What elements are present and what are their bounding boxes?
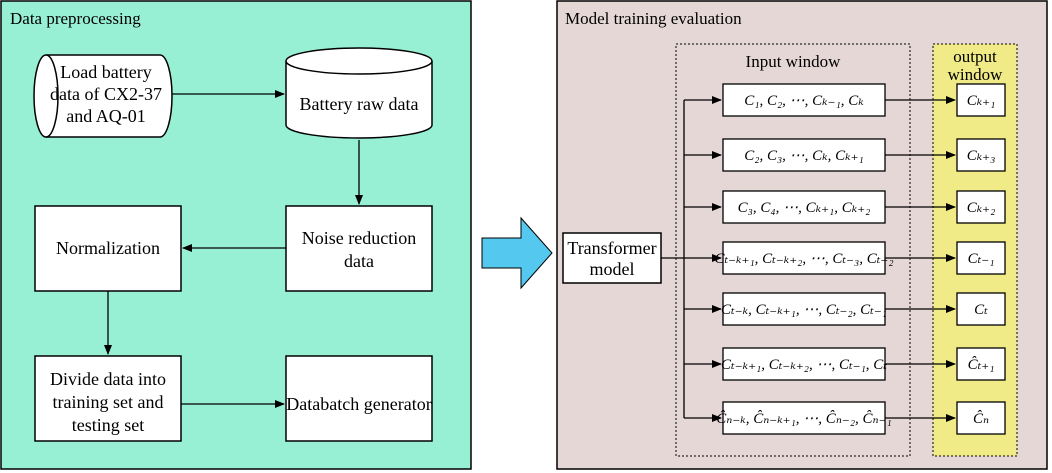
output-value-text: Ĉₙ <box>973 410 989 427</box>
input-sequence-box <box>722 138 886 172</box>
output-value-text: Cₜ <box>974 302 988 318</box>
input-sequence-box <box>722 347 886 381</box>
divide-data-line-3: testing set <box>72 415 145 435</box>
input-sequence-text: Cₜ₋ₖ₊₁, Cₜ₋ₖ₊₂, ⋯, Cₜ₋₁, Cₜ <box>721 357 887 373</box>
input-output-rows: C₁, C₂, ⋯, Cₖ₋₁, Cₖ Cₖ₊₁ C₂, C₃, ⋯, Cₖ, Cₖ… <box>684 83 1006 435</box>
input-window-label: Input window <box>746 52 842 71</box>
output-value-box <box>956 190 1006 224</box>
output-value-box <box>956 292 1006 326</box>
divide-data-line-2: training set and <box>53 392 164 412</box>
output-window-label-line-1: output <box>953 47 997 66</box>
output-value-text: Cₖ₊₁ <box>967 93 996 109</box>
input-sequence-text: Ĉₙ₋ₖ, Ĉₙ₋ₖ₊₁, ⋯, Ĉₙ₋₂, Ĉₙ₋₁ <box>716 410 892 427</box>
transformer-model-node: Transformer model <box>562 232 662 284</box>
sequence-row-5: Cₜ₋ₖ, Cₜ₋ₖ₊₁, ⋯, Cₜ₋₂, Cₜ₋₁ Cₜ <box>684 292 1006 326</box>
load-battery-line-1: Load battery <box>60 62 151 82</box>
output-value-box <box>956 347 1006 381</box>
output-value-box <box>956 138 1006 172</box>
input-sequence-text: C₃, C₄, ⋯, Cₖ₊₁, Cₖ₊₂ <box>738 200 871 216</box>
sequence-row-6: Cₜ₋ₖ₊₁, Cₜ₋ₖ₊₂, ⋯, Cₜ₋₁, Cₜ Ĉₜ₊₁ <box>684 347 1006 381</box>
sequence-row-7: Ĉₙ₋ₖ, Ĉₙ₋ₖ₊₁, ⋯, Ĉₙ₋₂, Ĉₙ₋₁ Ĉₙ <box>684 401 1006 435</box>
output-value-box <box>956 401 1006 435</box>
output-window-label-line-2: window <box>948 65 1004 84</box>
noise-reduction-line-2: data <box>344 251 374 271</box>
load-battery-node: Load battery data of CX2-37 and AQ-01 <box>33 54 173 138</box>
output-value-text: Cₖ₊₃ <box>967 148 996 164</box>
normalization-node: Normalization <box>34 205 182 292</box>
sequence-row-2: C₂, C₃, ⋯, Cₖ, Cₖ₊₁ Cₖ₊₃ <box>684 138 1006 172</box>
input-window-region <box>675 43 911 457</box>
noise-reduction-line-1: Noise reduction <box>302 228 416 248</box>
input-sequence-box <box>722 241 886 275</box>
battery-raw-data-label: Battery raw data <box>300 94 419 114</box>
output-value-text: Ĉₜ₊₁ <box>968 356 995 373</box>
sequence-row-1: C₁, C₂, ⋯, Cₖ₋₁, Cₖ Cₖ₊₁ <box>684 83 1006 117</box>
input-sequence-text: Cₜ₋ₖ, Cₜ₋ₖ₊₁, ⋯, Cₜ₋₂, Cₜ₋₁ <box>721 302 887 318</box>
input-sequence-text: Cₜ₋ₖ₊₁, Cₜ₋ₖ₊₂, ⋯, Cₜ₋₃, Cₜ₋₂ <box>714 251 893 267</box>
input-sequence-box <box>722 190 886 224</box>
output-value-box <box>956 241 1006 275</box>
divide-data-line-1: Divide data into <box>50 369 166 389</box>
sequence-row-3: C₃, C₄, ⋯, Cₖ₊₁, Cₖ₊₂ Cₖ₊₂ <box>684 190 1006 224</box>
output-value-text: Cₖ₊₂ <box>967 200 996 216</box>
databatch-generator-node: Databatch generator <box>285 355 433 442</box>
transition-arrow <box>481 216 553 290</box>
sequence-row-4: Cₜ₋ₖ₊₁, Cₜ₋ₖ₊₂, ⋯, Cₜ₋₃, Cₜ₋₂ Cₜ₋₁ <box>684 241 1006 275</box>
data-preprocessing-title: Data preprocessing <box>10 9 141 28</box>
input-sequence-box <box>722 292 886 326</box>
battery-raw-data-node: Battery raw data <box>285 47 433 139</box>
divide-data-node: Divide data into training set and testin… <box>34 355 182 442</box>
output-value-box <box>956 83 1006 117</box>
output-value-text: Cₜ₋₁ <box>968 251 995 267</box>
noise-reduction-node: Noise reduction data <box>285 205 433 292</box>
load-battery-line-2: data of CX2-37 <box>50 84 162 104</box>
transformer-label-line-1: Transformer <box>567 238 656 258</box>
input-sequence-box <box>722 83 886 117</box>
load-battery-line-3: and AQ-01 <box>66 106 146 126</box>
model-training-title: Model training evaluation <box>565 9 742 28</box>
input-sequence-text: C₁, C₂, ⋯, Cₖ₋₁, Cₖ <box>744 93 864 109</box>
normalization-label: Normalization <box>56 238 160 258</box>
transformer-label-line-2: model <box>590 259 635 279</box>
databatch-generator-label: Databatch generator <box>286 394 431 414</box>
input-sequence-text: C₂, C₃, ⋯, Cₖ, Cₖ₊₁ <box>744 148 864 164</box>
